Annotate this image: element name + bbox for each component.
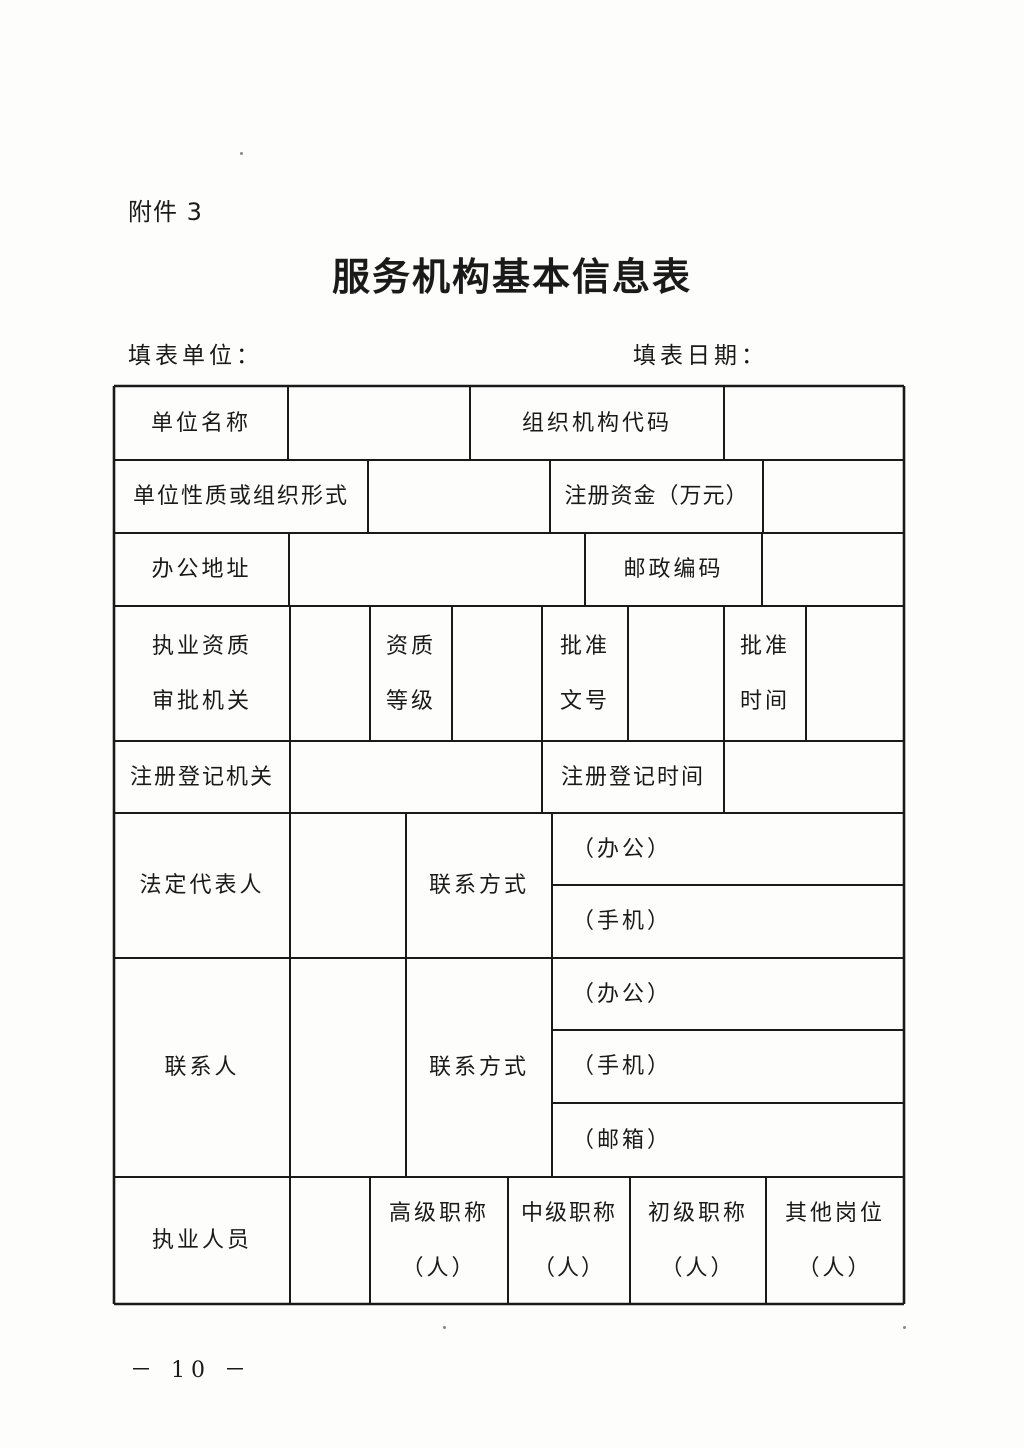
qualification-authority-line-1: 执业资质 (151, 633, 252, 659)
qualification-authority-field[interactable] (290, 606, 370, 741)
contact-person-contact-label: 联系方式 (428, 1055, 529, 1080)
contact-person-office-phone-field[interactable]: （办公） (572, 981, 673, 1007)
contact-person-field[interactable] (290, 958, 406, 1177)
practitioners-field[interactable] (290, 1177, 370, 1304)
postal-code-label: 邮政编码 (623, 557, 724, 582)
legal-rep-field[interactable] (290, 813, 406, 958)
qualification-authority-label: 执业资质审批机关 (114, 606, 290, 741)
office-address-field[interactable] (289, 533, 585, 606)
office-address-label: 办公地址 (151, 557, 252, 582)
legal-rep-mobile-field[interactable]: （手机） (572, 909, 673, 934)
fill-unit-label: 填表单位： (128, 343, 263, 369)
junior-title-label: 初级职称 （人） (630, 1177, 766, 1304)
contact-person-label: 联系人 (164, 1055, 240, 1080)
approval-time-line-1: 批准 (739, 633, 790, 659)
qualification-authority-line-2: 审批机关 (151, 688, 252, 714)
intermediate-title-label: 中级职称 （人） (508, 1177, 630, 1304)
senior-title-line-1: 高级职称 (388, 1200, 489, 1226)
qualification-level-field[interactable] (452, 606, 542, 741)
scan-speck (903, 1326, 906, 1329)
org-code-label: 组织机构代码 (521, 410, 672, 436)
registration-time-field[interactable] (724, 741, 904, 813)
unit-nature-field[interactable] (368, 460, 550, 533)
org-code-field[interactable] (724, 386, 904, 460)
registration-time-label: 注册登记时间 (560, 764, 705, 790)
legal-rep-contact-label: 联系方式 (428, 873, 529, 898)
junior-title-line-1: 初级职称 (647, 1200, 748, 1226)
postal-code-field[interactable] (762, 533, 904, 606)
approval-time-label: 批准时间 (724, 606, 806, 741)
approval-number-field[interactable] (628, 606, 724, 741)
senior-title-label: 高级职称 （人） (370, 1177, 508, 1304)
fill-date-label: 填表日期： (633, 343, 768, 369)
contact-person-mobile-field[interactable]: （手机） (572, 1054, 673, 1079)
unit-name-field[interactable] (288, 386, 470, 460)
page-number: － 10 － (130, 1358, 252, 1383)
intermediate-title-line-2: （人） (532, 1255, 605, 1281)
attachment-label: 附件 3 (128, 198, 203, 226)
registration-authority-label: 注册登记机关 (129, 764, 274, 790)
senior-title-line-2: （人） (401, 1255, 477, 1281)
qualification-level-line-1: 资质 (385, 633, 436, 659)
page-title: 服务机构基本信息表 (331, 254, 692, 299)
approval-time-field[interactable] (806, 606, 904, 741)
other-posts-label: 其他岗位 （人） (766, 1177, 904, 1304)
approval-time-line-2: 时间 (739, 688, 790, 714)
scan-speck (443, 1326, 446, 1329)
registration-authority-field[interactable] (290, 741, 542, 813)
qualification-level-label: 资质等级 (370, 606, 452, 741)
unit-name-label: 单位名称 (150, 410, 251, 436)
practitioners-label: 执业人员 (151, 1228, 252, 1253)
legal-rep-office-phone-field[interactable]: （办公） (572, 836, 673, 862)
registered-capital-field[interactable] (763, 460, 904, 533)
approval-number-line-2: 文号 (559, 688, 610, 714)
legal-rep-label: 法定代表人 (139, 873, 265, 898)
other-posts-line-2: （人） (797, 1255, 873, 1281)
unit-nature-label: 单位性质或组织形式 (132, 484, 349, 509)
qualification-level-line-2: 等级 (385, 688, 436, 714)
contact-person-email-field[interactable]: （邮箱） (572, 1127, 673, 1153)
junior-title-line-2: （人） (660, 1255, 736, 1281)
approval-number-label: 批准文号 (542, 606, 628, 741)
other-posts-line-1: 其他岗位 (784, 1200, 885, 1226)
registered-capital-label: 注册资金（万元） (564, 484, 749, 509)
scan-speck (240, 152, 243, 155)
intermediate-title-line-1: 中级职称 (520, 1200, 617, 1226)
approval-number-line-1: 批准 (559, 633, 610, 659)
